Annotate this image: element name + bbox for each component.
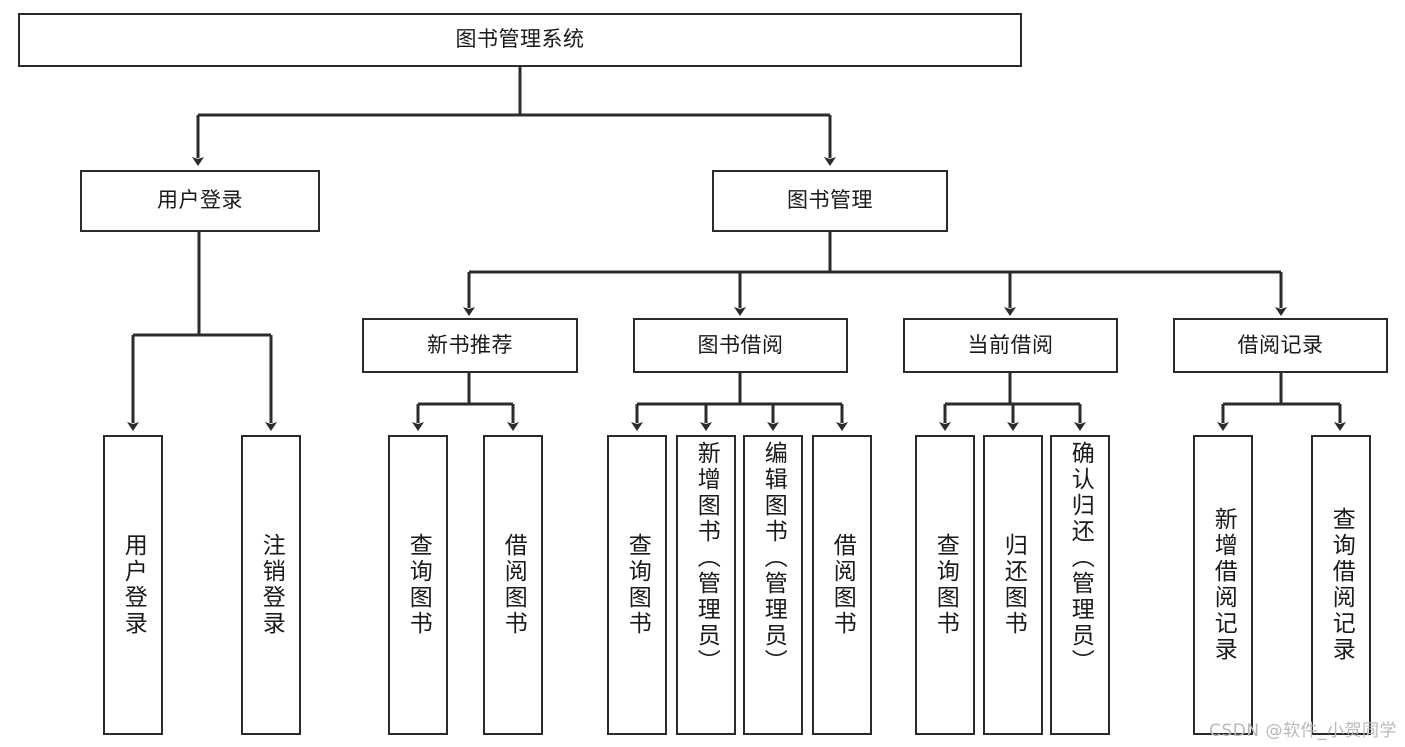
leaf-query-record-label: 查询借阅记录 [1328,507,1355,663]
leaf-user-logout-label: 注销登录 [258,533,285,637]
node-user-login[interactable]: 用户登录 [80,170,320,232]
leaf-borrow-book-1[interactable]: 借阅图书 [483,435,543,735]
leaf-borrow-book-2-label: 借阅图书 [829,533,856,637]
node-book-borrow[interactable]: 图书借阅 [633,318,848,373]
leaf-add-record-label: 新增借阅记录 [1210,507,1237,663]
node-root[interactable]: 图书管理系统 [18,13,1022,67]
node-root-label: 图书管理系统 [455,27,585,52]
leaf-return-book[interactable]: 归还图书 [983,435,1043,735]
leaf-query-book-3[interactable]: 查询图书 [915,435,975,735]
leaf-user-logout[interactable]: 注销登录 [241,435,301,735]
leaf-borrow-book-2[interactable]: 借阅图书 [812,435,872,735]
node-current-borrow[interactable]: 当前借阅 [903,318,1118,373]
node-borrow-record[interactable]: 借阅记录 [1173,318,1388,373]
node-borrow-record-label: 借阅记录 [1237,332,1324,357]
leaf-edit-book-label: 编辑图书（管理员） [760,441,787,675]
leaf-borrow-book-1-label: 借阅图书 [500,533,527,637]
leaf-query-book-3-label: 查询图书 [932,533,959,637]
node-current-borrow-label: 当前借阅 [967,332,1054,357]
leaf-user-login-label: 用户登录 [120,533,147,637]
node-book-manage[interactable]: 图书管理 [712,170,948,232]
leaf-query-book-1-label: 查询图书 [405,533,432,637]
leaf-confirm-return[interactable]: 确认归还（管理员） [1050,435,1110,735]
leaf-query-book-2-label: 查询图书 [624,533,651,637]
leaf-query-book-2[interactable]: 查询图书 [607,435,667,735]
node-user-login-label: 用户登录 [157,188,243,213]
node-book-manage-label: 图书管理 [787,188,873,213]
leaf-user-login[interactable]: 用户登录 [103,435,163,735]
leaf-add-book[interactable]: 新增图书（管理员） [676,435,736,735]
leaf-return-book-label: 归还图书 [1000,533,1027,637]
leaf-edit-book[interactable]: 编辑图书（管理员） [743,435,803,735]
node-new-book-rec[interactable]: 新书推荐 [362,318,578,373]
leaf-add-record[interactable]: 新增借阅记录 [1193,435,1253,735]
leaf-query-record[interactable]: 查询借阅记录 [1311,435,1371,735]
node-book-borrow-label: 图书借阅 [697,332,784,357]
leaf-query-book-1[interactable]: 查询图书 [388,435,448,735]
node-new-book-rec-label: 新书推荐 [427,332,513,357]
leaf-add-book-label: 新增图书（管理员） [693,441,720,675]
leaf-confirm-return-label: 确认归还（管理员） [1067,441,1094,675]
